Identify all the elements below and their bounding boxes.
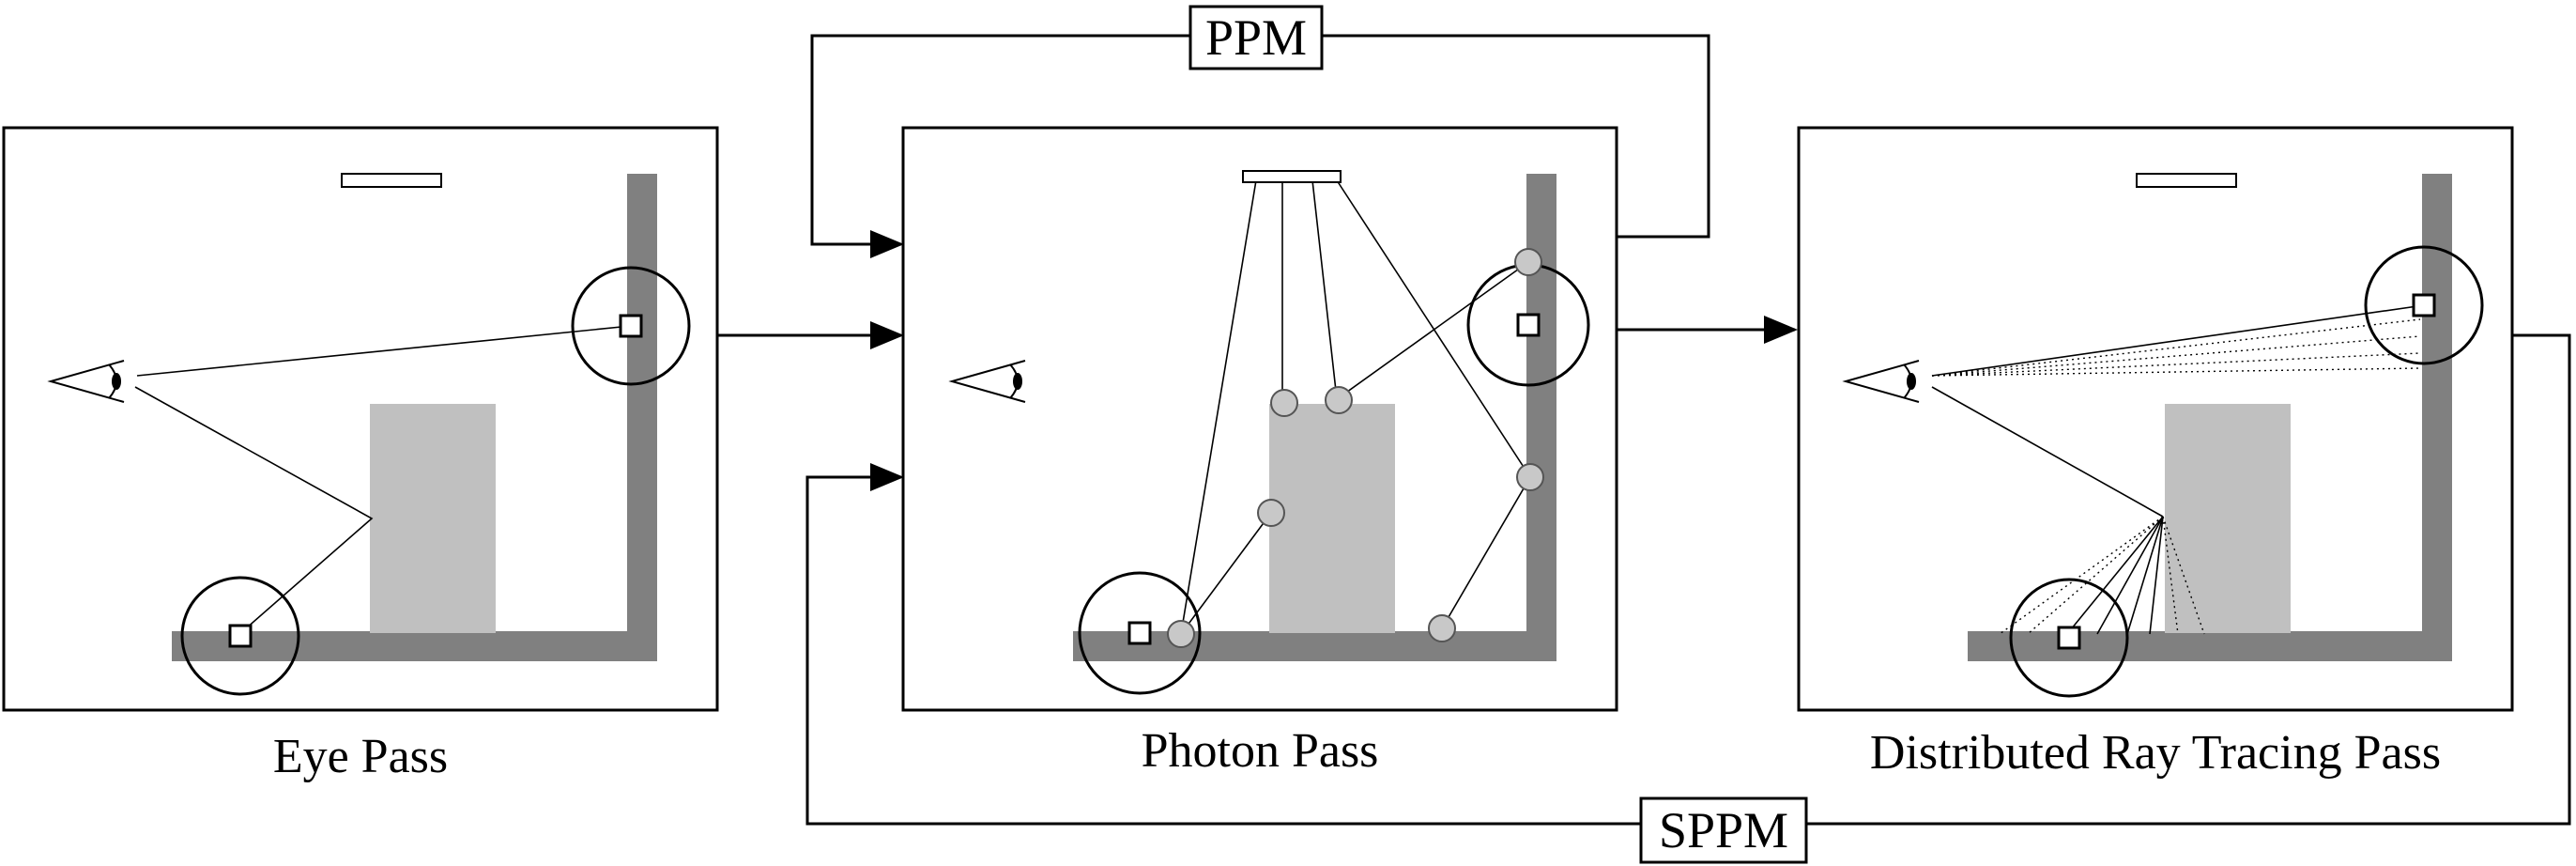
photon-pass-panel: Photon Pass xyxy=(901,126,1618,778)
hit-point-square xyxy=(619,314,643,338)
light-panel-icon xyxy=(341,173,442,188)
eye-icon xyxy=(948,360,1026,403)
hit-point-square xyxy=(2057,626,2081,650)
eye-ray-wall xyxy=(1931,304,2425,377)
photon-dot xyxy=(1514,248,1542,276)
final-gather-rays-wall xyxy=(1931,318,2421,377)
ppm-label: PPM xyxy=(1205,9,1307,66)
box xyxy=(2165,404,2291,633)
light-panel-icon xyxy=(2136,173,2237,188)
photon-dot xyxy=(1516,463,1544,491)
wall xyxy=(2422,174,2452,660)
gather-rays-floor xyxy=(1999,516,2205,635)
gather-radius-ring xyxy=(2009,578,2129,698)
gather-radius-ring xyxy=(2364,245,2484,365)
floor xyxy=(172,631,657,661)
box xyxy=(1269,404,1395,633)
gather-radius-ring xyxy=(1078,571,1202,695)
photon-dots xyxy=(1167,248,1544,648)
photon-dot xyxy=(1257,499,1285,527)
gather-radius-ring xyxy=(180,576,300,696)
ray-tracing-pass-caption: Distributed Ray Tracing Pass xyxy=(1870,726,2441,780)
hit-point-square xyxy=(2412,293,2436,317)
hit-point-square xyxy=(1516,313,1541,337)
wall xyxy=(627,174,657,660)
eye-pass-panel: Eye Pass xyxy=(2,126,719,783)
eye-ray-box xyxy=(1931,386,2164,518)
eye-pass-caption: Eye Pass xyxy=(273,730,448,783)
eye-pass-frame xyxy=(2,126,719,712)
box xyxy=(370,404,496,633)
sppm-tag: SPPM xyxy=(1639,796,1808,864)
floor xyxy=(1073,631,1556,661)
hit-point-square xyxy=(228,624,253,648)
photon-pass-frame xyxy=(901,126,1618,712)
hit-point-square xyxy=(1127,621,1152,645)
light-panel-icon xyxy=(1242,170,1342,183)
photon-dot xyxy=(1428,614,1456,642)
eye-icon xyxy=(1842,360,1920,403)
wall xyxy=(1526,174,1556,660)
photon-pass-caption: Photon Pass xyxy=(1142,724,1379,778)
floor xyxy=(1968,631,2452,661)
photon-dot xyxy=(1325,386,1353,414)
eye-icon xyxy=(47,360,125,403)
photon-dot xyxy=(1167,620,1195,648)
ppm-tag: PPM xyxy=(1188,5,1324,70)
eye-ray-wall xyxy=(136,325,632,377)
ray-tracing-pass-panel: Distributed Ray Tracing Pass xyxy=(1797,126,2514,780)
gather-radius-ring xyxy=(571,266,691,386)
photon-dot xyxy=(1270,389,1298,417)
ray-tracing-pass-frame xyxy=(1797,126,2514,712)
sppm-label: SPPM xyxy=(1659,802,1788,858)
